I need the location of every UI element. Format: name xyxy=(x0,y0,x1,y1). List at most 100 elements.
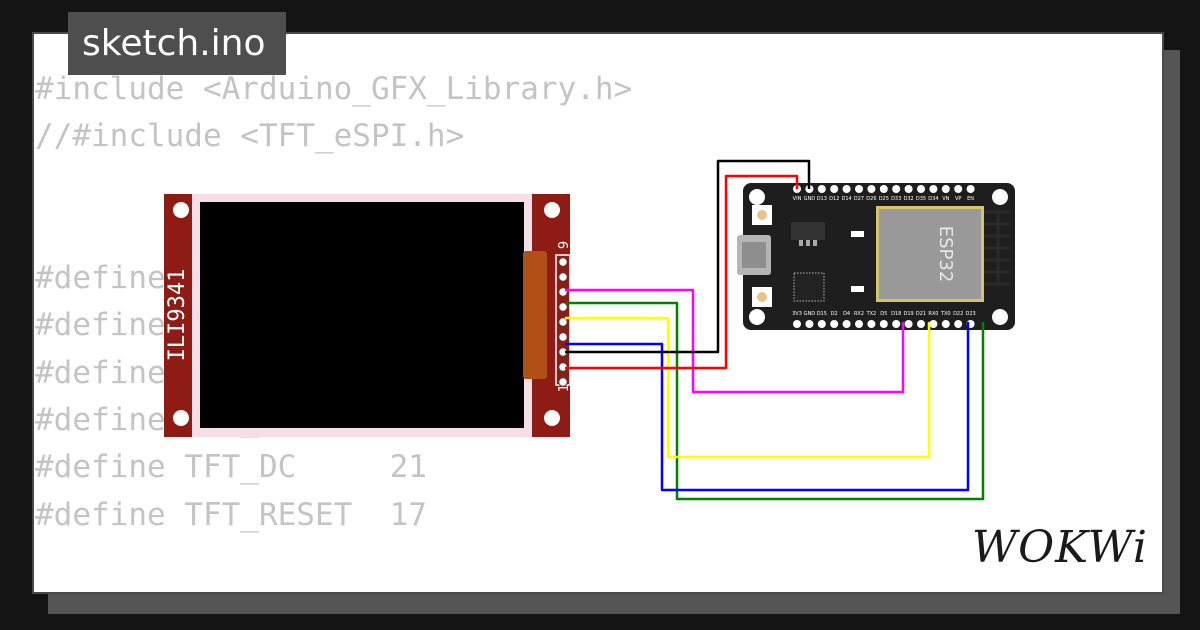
esp32-pin[interactable] xyxy=(830,320,839,328)
esp32-pin[interactable] xyxy=(842,185,851,193)
regulator-leg xyxy=(806,240,810,246)
wire-blue[interactable] xyxy=(565,322,970,492)
tft-pin[interactable] xyxy=(558,272,568,282)
wire-yellow[interactable] xyxy=(565,316,931,459)
esp32-pin[interactable] xyxy=(817,185,826,193)
mounting-hole xyxy=(749,309,765,325)
esp32-pin[interactable] xyxy=(892,320,901,328)
esp32-pin[interactable] xyxy=(830,185,839,193)
esp32-pin-label: GND xyxy=(804,196,816,202)
ribbon-connector xyxy=(523,251,547,379)
mounting-hole xyxy=(544,410,560,426)
tft-pin[interactable] xyxy=(558,332,568,342)
boot-button-cap xyxy=(757,210,767,220)
wokwi-logo: WOKWi xyxy=(971,522,1148,573)
esp32-pin-label: D22 xyxy=(953,311,963,317)
smd-component xyxy=(851,231,864,237)
tft-pin[interactable] xyxy=(558,317,568,327)
esp32-pin[interactable] xyxy=(879,320,888,328)
wire-black[interactable] xyxy=(565,159,811,354)
tft-pin[interactable] xyxy=(558,302,568,312)
antenna-trace xyxy=(984,210,1010,286)
tft-pin[interactable] xyxy=(558,257,568,267)
display-model-label: ILI9341 xyxy=(165,269,190,362)
esp32-pin-label: D18 xyxy=(891,311,901,317)
esp32-pin[interactable] xyxy=(966,185,975,193)
mounting-hole xyxy=(992,309,1008,325)
esp32-pin-label: D33 xyxy=(891,196,901,202)
esp32-pin-label: D19 xyxy=(903,311,913,317)
esp32-pin-label: D5 xyxy=(880,311,887,317)
esp32-pin-label: D14 xyxy=(841,196,851,202)
tft-display-module[interactable]: ILI9341 9 1 xyxy=(164,194,572,437)
file-tab[interactable]: sketch.ino xyxy=(68,12,286,75)
esp32-pin-label: D27 xyxy=(854,196,864,202)
wire-red[interactable] xyxy=(565,174,799,370)
reset-button-cap xyxy=(757,292,767,302)
esp32-pin-label: VIN xyxy=(793,196,802,202)
esp32-pin[interactable] xyxy=(879,185,888,193)
esp32-pin-label: TX2 xyxy=(866,311,877,317)
esp32-shield xyxy=(879,209,981,299)
esp32-pin-label: D13 xyxy=(817,196,827,202)
esp32-pin-label: RX0 xyxy=(928,311,938,317)
esp32-pin[interactable] xyxy=(805,320,814,328)
tft-screen xyxy=(200,202,524,428)
esp32-pin[interactable] xyxy=(817,320,826,328)
mounting-hole xyxy=(749,189,765,205)
pin-number-label: 1 xyxy=(557,384,572,392)
mounting-hole xyxy=(173,410,189,426)
esp32-pin[interactable] xyxy=(917,320,925,328)
mounting-hole xyxy=(992,189,1008,205)
wire-magenta[interactable] xyxy=(565,288,905,394)
esp32-pin[interactable] xyxy=(941,185,950,193)
usb-serial-chip xyxy=(793,272,825,302)
chip-label: ESP32 xyxy=(935,226,956,283)
esp32-pin-label: D2 xyxy=(831,311,838,317)
esp32-pin[interactable] xyxy=(867,185,876,193)
esp32-pin-label: D32 xyxy=(903,196,913,202)
mounting-hole xyxy=(544,202,560,218)
esp32-pin-label: D26 xyxy=(866,196,876,202)
esp32-pin-label: VN xyxy=(942,196,949,202)
tft-pin[interactable] xyxy=(558,377,568,387)
code-line: #include <Arduino_GFX_Library.h> xyxy=(35,71,633,107)
regulator-leg xyxy=(799,240,803,246)
esp32-pin[interactable] xyxy=(954,185,963,193)
tft-pin-header xyxy=(558,257,568,387)
esp32-pin[interactable] xyxy=(929,320,938,328)
esp32-pin-label: 3V3 xyxy=(792,311,802,317)
esp32-pin[interactable] xyxy=(793,320,801,328)
esp32-pin[interactable] xyxy=(929,185,938,193)
pin-number-label: 9 xyxy=(557,241,572,249)
wire-green[interactable] xyxy=(565,301,985,501)
mounting-hole xyxy=(173,202,189,218)
esp32-pin-label: D23 xyxy=(965,311,975,317)
esp32-pin[interactable] xyxy=(917,185,925,193)
code-line: #define TFT_RESET 17 xyxy=(35,496,427,533)
voltage-regulator xyxy=(791,222,825,240)
esp32-pin-label: D4 xyxy=(843,311,850,317)
smd-component xyxy=(851,286,864,292)
esp32-pin-label: RX2 xyxy=(854,311,864,317)
esp32-pin[interactable] xyxy=(941,320,950,328)
esp32-pin[interactable] xyxy=(954,320,963,328)
regulator-leg xyxy=(813,240,817,246)
code-line: //#include <TFT_eSPI.h> xyxy=(35,118,465,155)
esp32-pin-label: D25 xyxy=(879,196,889,202)
esp32-pin[interactable] xyxy=(904,320,913,328)
esp32-pin-label: TX0 xyxy=(940,311,951,317)
esp32-pin[interactable] xyxy=(855,185,863,193)
esp32-pin-label: D12 xyxy=(829,196,839,202)
esp32-pin[interactable] xyxy=(904,185,913,193)
esp32-pin-label: D21 xyxy=(916,311,926,317)
esp32-pin[interactable] xyxy=(855,320,863,328)
esp32-pin[interactable] xyxy=(867,320,876,328)
esp32-pin-label: EN xyxy=(967,196,974,202)
esp32-pin[interactable] xyxy=(892,185,901,193)
esp32-pin[interactable] xyxy=(842,320,851,328)
